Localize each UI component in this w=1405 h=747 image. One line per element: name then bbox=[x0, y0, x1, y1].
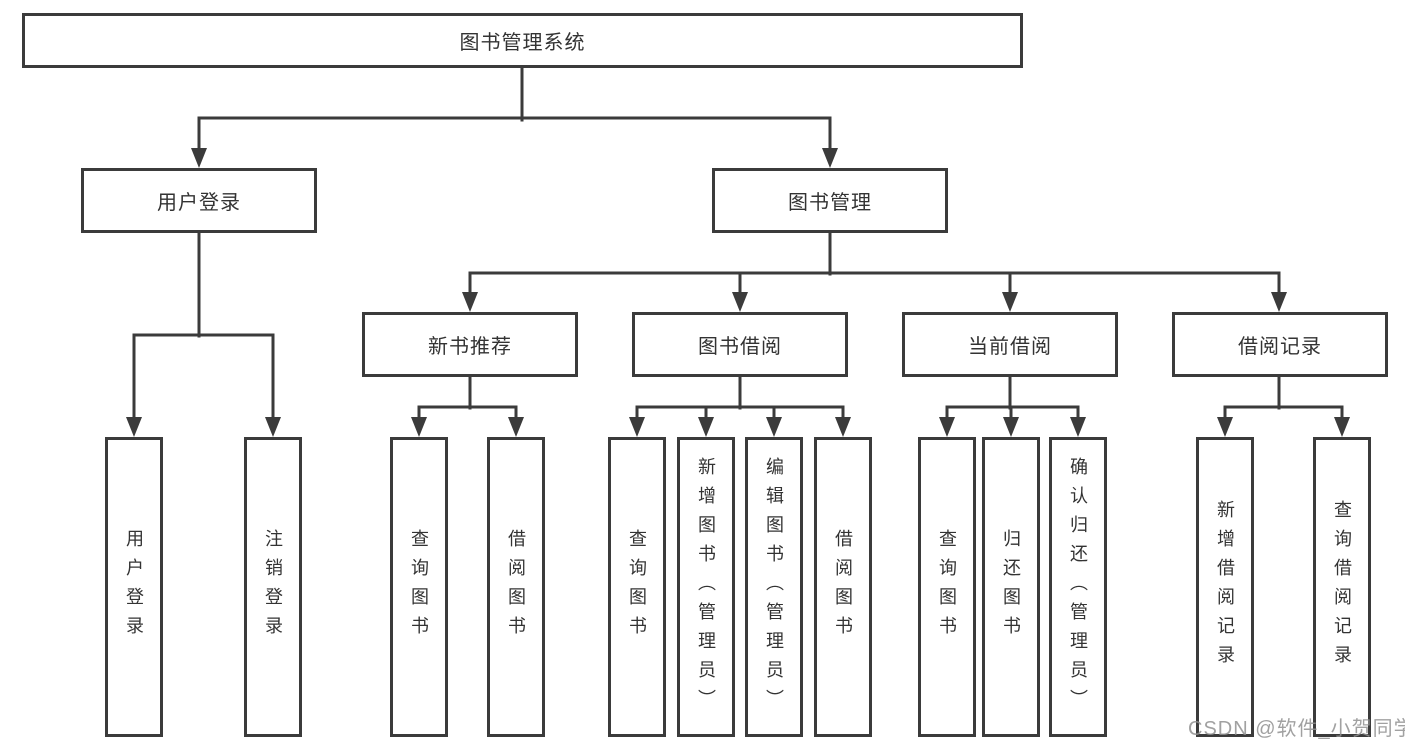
node-user-login-label: 用户登录 bbox=[157, 192, 241, 214]
leaf-user-login-label: 用户登录 bbox=[124, 529, 144, 645]
arrowhead-down-icon bbox=[629, 417, 645, 437]
arrowhead-down-icon bbox=[411, 417, 427, 437]
leaf-query-books-recommend: 查询图书 bbox=[390, 437, 448, 737]
leaf-borrow-books-recommend-label: 借阅图书 bbox=[506, 529, 526, 645]
leaf-return-books-label: 归还图书 bbox=[1001, 529, 1021, 645]
leaf-confirm-return-admin: 确认归还（管理员） bbox=[1049, 437, 1107, 737]
leaf-query-books-borrow: 查询图书 bbox=[608, 437, 666, 737]
node-root-system: 图书管理系统 bbox=[22, 13, 1023, 68]
leaf-query-borrow-record: 查询借阅记录 bbox=[1313, 437, 1371, 737]
leaf-add-borrow-record-label: 新增借阅记录 bbox=[1215, 500, 1235, 674]
leaf-add-book-admin: 新增图书（管理员） bbox=[677, 437, 735, 737]
arrowhead-down-icon bbox=[732, 292, 748, 312]
leaf-add-borrow-record: 新增借阅记录 bbox=[1196, 437, 1254, 737]
csdn-watermark: CSDN @软件_小贺同学 bbox=[1188, 718, 1405, 740]
arrowhead-down-icon bbox=[508, 417, 524, 437]
arrowhead-down-icon bbox=[822, 148, 838, 168]
leaf-query-borrow-record-label: 查询借阅记录 bbox=[1332, 500, 1352, 674]
leaf-query-books-current: 查询图书 bbox=[918, 437, 976, 737]
leaf-add-book-admin-label: 新增图书（管理员） bbox=[696, 456, 716, 718]
leaf-logout-login-label: 注销登录 bbox=[263, 529, 283, 645]
leaf-confirm-return-admin-label: 确认归还（管理员） bbox=[1068, 456, 1088, 718]
node-borrowing-records-label: 借阅记录 bbox=[1238, 336, 1322, 358]
leaf-edit-book-admin-label: 编辑图书（管理员） bbox=[764, 456, 784, 718]
leaf-edit-book-admin: 编辑图书（管理员） bbox=[745, 437, 803, 737]
arrowhead-down-icon bbox=[265, 417, 281, 437]
arrowhead-down-icon bbox=[1070, 417, 1086, 437]
arrowhead-down-icon bbox=[191, 148, 207, 168]
leaf-query-books-current-label: 查询图书 bbox=[937, 529, 957, 645]
node-book-management-label: 图书管理 bbox=[788, 192, 872, 214]
arrowhead-down-icon bbox=[1002, 292, 1018, 312]
arrowheads bbox=[126, 148, 1350, 437]
arrowhead-down-icon bbox=[939, 417, 955, 437]
leaf-user-login: 用户登录 bbox=[105, 437, 163, 737]
connector-lines bbox=[132, 62, 1344, 425]
leaf-borrow-books-borrow: 借阅图书 bbox=[814, 437, 872, 737]
arrowhead-down-icon bbox=[766, 417, 782, 437]
arrowhead-down-icon bbox=[835, 417, 851, 437]
leaf-logout-login: 注销登录 bbox=[244, 437, 302, 737]
arrowhead-down-icon bbox=[1003, 417, 1019, 437]
leaf-return-books: 归还图书 bbox=[982, 437, 1040, 737]
leaf-borrow-books-borrow-label: 借阅图书 bbox=[833, 529, 853, 645]
node-book-borrowing: 图书借阅 bbox=[632, 312, 848, 377]
arrowhead-down-icon bbox=[698, 417, 714, 437]
node-new-book-recommend: 新书推荐 bbox=[362, 312, 578, 377]
node-borrowing-records: 借阅记录 bbox=[1172, 312, 1388, 377]
arrowhead-down-icon bbox=[126, 417, 142, 437]
arrowhead-down-icon bbox=[1271, 292, 1287, 312]
node-current-borrowing: 当前借阅 bbox=[902, 312, 1118, 377]
node-user-login: 用户登录 bbox=[81, 168, 317, 233]
leaf-borrow-books-recommend: 借阅图书 bbox=[487, 437, 545, 737]
leaf-query-books-recommend-label: 查询图书 bbox=[409, 529, 429, 645]
arrowhead-down-icon bbox=[1217, 417, 1233, 437]
leaf-query-books-borrow-label: 查询图书 bbox=[627, 529, 647, 645]
node-new-book-recommend-label: 新书推荐 bbox=[428, 336, 512, 358]
node-root-system-label: 图书管理系统 bbox=[459, 32, 586, 54]
node-book-management: 图书管理 bbox=[712, 168, 948, 233]
arrowhead-down-icon bbox=[462, 292, 478, 312]
arrowhead-down-icon bbox=[1334, 417, 1350, 437]
node-current-borrowing-label: 当前借阅 bbox=[968, 336, 1052, 358]
node-book-borrowing-label: 图书借阅 bbox=[698, 336, 782, 358]
